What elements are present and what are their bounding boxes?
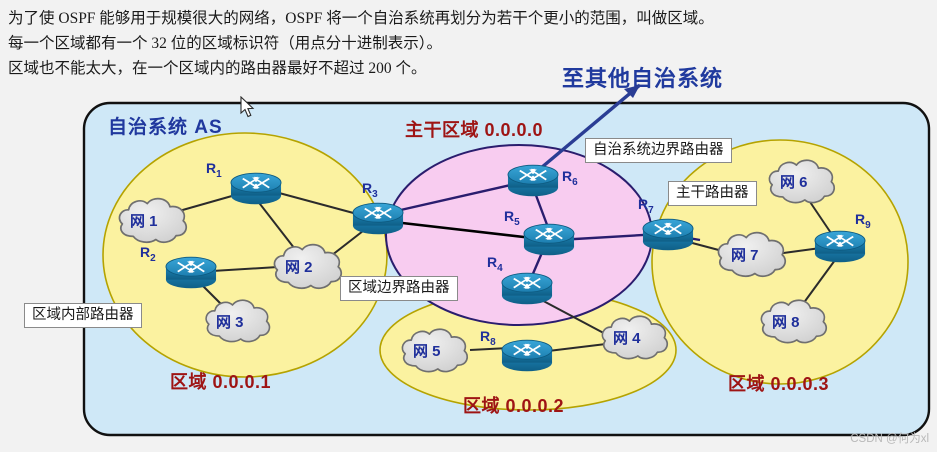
router-node-R2[interactable]	[165, 256, 217, 289]
router-node-R6[interactable]	[507, 164, 559, 197]
router-node-R8[interactable]	[501, 339, 553, 372]
link-r3-r5	[384, 219, 542, 241]
router-label-R7: R7	[638, 196, 654, 216]
mouse-cursor	[240, 96, 255, 118]
router-node-R9[interactable]	[814, 230, 866, 263]
router-node-R3[interactable]	[352, 202, 404, 235]
intro-line-2: 每一个区域都有一个 32 位的区域标识符（用点分十进制表示）。	[8, 35, 443, 52]
router-label-R6: R6	[562, 168, 578, 188]
to-other-as-label: 至其他自治系统	[562, 66, 724, 91]
network-label-N1: 网 1	[130, 213, 158, 230]
intro-line-3: 区域也不能太大，在一个区域内的路由器最好不超过 200 个。	[8, 60, 427, 77]
network-label-N4: 网 4	[613, 330, 641, 347]
network-label-N6: 网 6	[780, 174, 808, 191]
router-node-R4[interactable]	[501, 272, 553, 305]
network-label-N7: 网 7	[731, 247, 759, 264]
network-label-N5: 网 5	[413, 343, 441, 360]
router-label-R9: R9	[855, 211, 871, 231]
router-label-R2: R2	[140, 244, 156, 264]
router-node-R7[interactable]	[642, 218, 694, 251]
network-label-N8: 网 8	[772, 314, 800, 331]
callout-area-border-router: 区域边界路由器	[340, 276, 458, 301]
router-label-R8: R8	[480, 328, 496, 348]
intro-text: 为了使 OSPF 能够用于规模很大的网络，OSPF 将一个自治系统再划分为若干个…	[8, 6, 928, 81]
router-node-R1[interactable]	[230, 172, 282, 205]
router-label-R4: R4	[487, 254, 503, 274]
router-label-R3: R3	[362, 180, 378, 200]
area-label-0-0-0-1: 区域 0.0.0.1	[170, 372, 272, 392]
router-label-R5: R5	[504, 208, 520, 228]
callout-internal-router: 区域内部路由器	[24, 303, 142, 328]
area-label-0-0-0-2: 区域 0.0.0.2	[463, 396, 565, 416]
router-node-R5[interactable]	[523, 223, 575, 256]
intro-line-1: 为了使 OSPF 能够用于规模很大的网络，OSPF 将一个自治系统再划分为若干个…	[8, 10, 714, 27]
callout-backbone-router: 主干路由器	[668, 181, 757, 206]
as-title: 自治系统 AS	[108, 117, 223, 138]
network-label-N2: 网 2	[285, 259, 313, 276]
watermark: CSDN @何为xl	[850, 433, 929, 445]
area-0-0-0-1-ellipse	[102, 132, 388, 378]
router-label-R1: R1	[206, 160, 222, 180]
area-label-0-0-0-3: 区域 0.0.0.3	[728, 374, 830, 394]
callout-as-border-router: 自治系统边界路由器	[585, 138, 732, 163]
backbone-area-title: 主干区域 0.0.0.0	[405, 120, 544, 140]
to-other-as-arrowhead	[624, 85, 640, 98]
network-label-N3: 网 3	[216, 314, 244, 331]
to-other-as-arrow	[527, 83, 642, 180]
